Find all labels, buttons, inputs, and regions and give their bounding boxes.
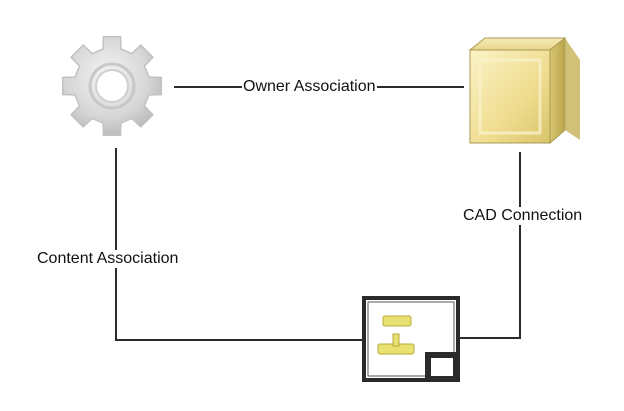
label-content-association: Content Association bbox=[36, 250, 180, 268]
label-cad-connection: CAD Connection bbox=[462, 207, 584, 225]
gear-icon bbox=[61, 35, 163, 137]
edge-cad-connection bbox=[460, 152, 521, 339]
cube-icon bbox=[468, 36, 580, 145]
drawing-icon bbox=[362, 296, 460, 382]
edge-content-association bbox=[115, 148, 365, 341]
label-owner-association: Owner Association bbox=[242, 78, 377, 96]
